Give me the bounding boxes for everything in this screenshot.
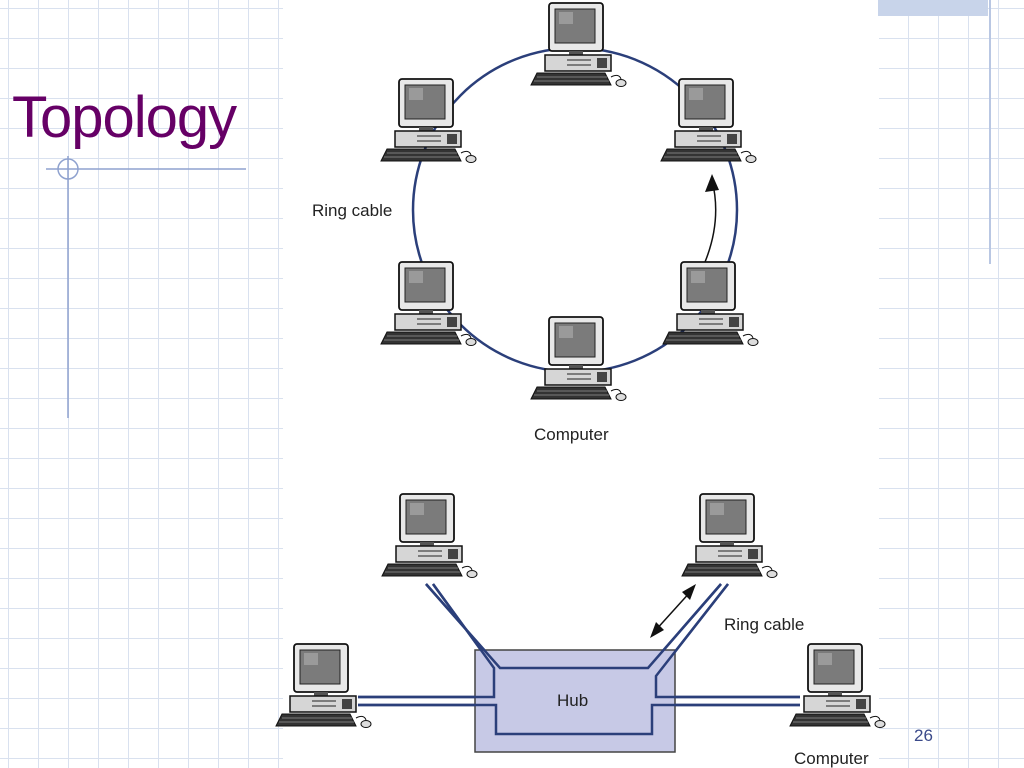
ring-computer (380, 78, 477, 164)
ring-computer (662, 261, 759, 347)
corner-decoration (878, 0, 988, 16)
ring-computer (380, 261, 477, 347)
bidirectional-arrow (653, 589, 693, 633)
slide-title: Topology (12, 85, 237, 150)
hub-computer-label: Computer (794, 749, 869, 768)
ring-computer (530, 316, 627, 402)
title-decoration (46, 156, 246, 418)
ring-computer-label: Computer (534, 425, 609, 444)
hub-computer (789, 643, 886, 729)
ring-computer (530, 2, 627, 88)
hub-label: Hub (557, 691, 588, 710)
direction-arrow (704, 179, 717, 263)
ring-computer (660, 78, 757, 164)
hub-computer (681, 493, 778, 579)
page-number: 26 (914, 726, 933, 745)
ring-cable-label: Ring cable (312, 201, 392, 220)
hub-topology-diagram: Hub Ring cable Computer (275, 493, 886, 768)
hub-computer (381, 493, 478, 579)
hub-computer (275, 643, 372, 729)
right-decorative-line (989, 0, 991, 264)
hub-ring-cable-label: Ring cable (724, 615, 804, 634)
ring-topology-diagram: Ring cable Computer (308, 2, 759, 444)
